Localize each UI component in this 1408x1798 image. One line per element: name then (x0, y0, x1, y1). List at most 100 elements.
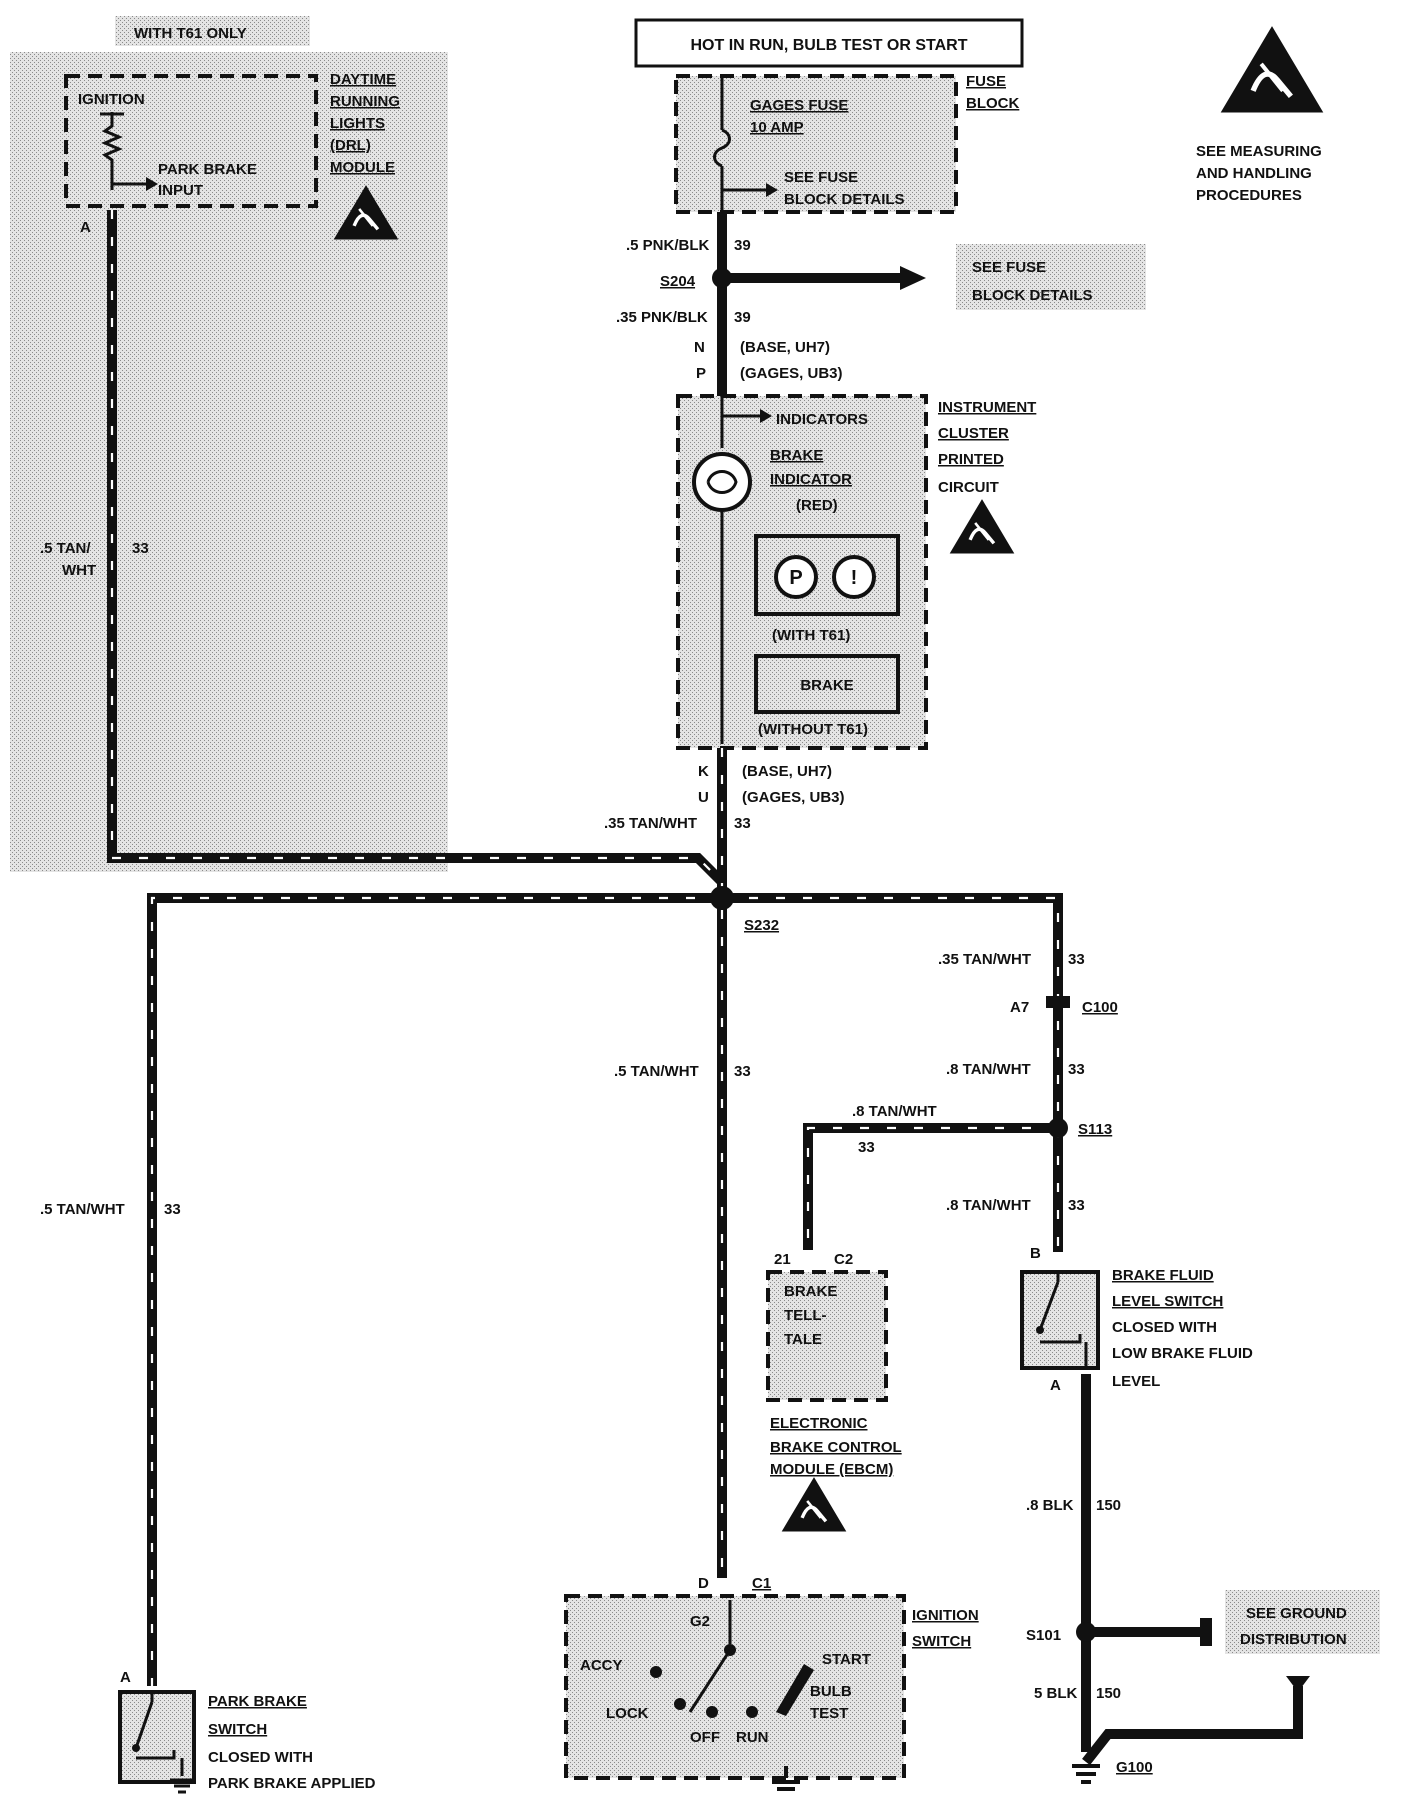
pin-p-note: (GAGES, UB3) (740, 365, 843, 382)
off-contact (706, 1706, 718, 1718)
right-wire-1-circuit: 33 (1068, 951, 1085, 968)
wire-150 (1081, 1374, 1310, 1766)
s113-label: S113 (1078, 1121, 1112, 1138)
power-title-box (634, 18, 1024, 68)
s204-details-1: SEE FUSE (972, 259, 1046, 276)
fuse-wire-bottom: .35 PNK/BLK (616, 309, 708, 326)
bulb-test-1: BULB (810, 1683, 852, 1700)
drl-park-brake-input-2: INPUT (158, 182, 203, 199)
s232-label: S232 (744, 917, 779, 934)
drl-wire-1: .5 TAN/ (40, 540, 91, 557)
ground-wire-2: 5 BLK (1034, 1685, 1078, 1702)
cluster-esd-icon (948, 497, 1016, 556)
esd-note-1: SEE MEASURING (1196, 143, 1322, 160)
pin-k: K (698, 763, 709, 780)
brake-indicator-2: INDICATOR (770, 471, 852, 488)
with-t61-label: (WITH T61) (772, 627, 850, 644)
ground-wire-2-circuit: 150 (1096, 1685, 1121, 1702)
lock-contact (674, 1698, 686, 1710)
ebcm-pin: 21 (774, 1251, 791, 1268)
t61-label-bg (115, 16, 310, 46)
fuse-label-1: GAGES FUSE (750, 97, 848, 114)
start-label: START (822, 1651, 871, 1668)
drl-ignition: IGNITION (78, 91, 145, 108)
telltale-1: BRAKE (784, 1283, 837, 1300)
s101-splice (1076, 1622, 1096, 1642)
park-switch-pivot (132, 1744, 140, 1752)
park-label-4: PARK BRAKE APPLIED (208, 1775, 376, 1792)
cluster-title-3: PRINTED (938, 451, 1004, 468)
g2-terminal: G2 (690, 1613, 710, 1630)
pin-k-note: (BASE, UH7) (742, 763, 832, 780)
c100-pin: A7 (1010, 999, 1029, 1016)
brake-indicator-bulb (692, 452, 752, 512)
fluid-pin-a: A (1050, 1377, 1061, 1394)
ignition-switch-box (564, 1594, 906, 1780)
ebcm-title-3: MODULE (EBCM) (770, 1461, 893, 1478)
indicators-label: INDICATORS (776, 411, 868, 428)
ignition-ground-icon (772, 1766, 800, 1791)
esd-note-3: PROCEDURES (1196, 187, 1302, 204)
accy-contact (650, 1666, 662, 1678)
run-label: RUN (736, 1729, 769, 1746)
ebcm-wire: .8 TAN/WHT (852, 1103, 937, 1120)
brake-indicator-3: (RED) (796, 497, 838, 514)
drl-title-2: RUNNING (330, 93, 400, 110)
pin-d: D (698, 1575, 709, 1592)
brake-word: BRAKE (800, 677, 853, 694)
brake-indicator-1: BRAKE (770, 447, 823, 464)
power-title: HOT IN RUN, BULB TEST OR START (690, 37, 967, 54)
fuse-wire-top: .5 PNK/BLK (626, 237, 710, 254)
right-wire-2-circuit: 33 (1068, 1061, 1085, 1078)
drl-wire-2: WHT (62, 562, 96, 579)
ground-dist-1: SEE GROUND (1246, 1605, 1347, 1622)
fluid-label-2: LEVEL SWITCH (1112, 1293, 1223, 1310)
accy-label: ACCY (580, 1657, 623, 1674)
drl-title-3: LIGHTS (330, 115, 385, 132)
c100-label: C100 (1082, 999, 1118, 1016)
brake-word-box (754, 654, 900, 714)
drl-park-brake-input-1: PARK BRAKE (158, 161, 257, 178)
fluid-switch-pivot (1036, 1326, 1044, 1334)
park-label-2: SWITCH (208, 1721, 267, 1738)
pin-n-note: (BASE, UH7) (740, 339, 830, 356)
park-ground-icon (170, 1758, 194, 1794)
fuse-wire-top-circuit: 39 (734, 237, 751, 254)
ground-dist-2: DISTRIBUTION (1240, 1631, 1347, 1648)
cluster-title-4: CIRCUIT (938, 479, 999, 496)
cluster-wire-out-circuit: 33 (734, 815, 751, 832)
ground-dist-bg (1225, 1590, 1380, 1654)
fluid-label-3: CLOSED WITH (1112, 1319, 1217, 1336)
center-wire-circuit: 33 (734, 1063, 751, 1080)
s204-label: S204 (660, 273, 696, 290)
fuse-details-1: SEE FUSE (784, 169, 858, 186)
fluid-pin-b: B (1030, 1245, 1041, 1262)
s204-splice (712, 268, 732, 288)
ignition-title-2: SWITCH (912, 1633, 971, 1650)
drl-title-1: DAYTIME (330, 71, 396, 88)
ground-wire-1: .8 BLK (1026, 1497, 1074, 1514)
pin-u: U (698, 789, 709, 806)
park-symbol-icon (774, 555, 818, 599)
park-label-1: PARK BRAKE (208, 1693, 307, 1710)
bulb-test-2: TEST (810, 1705, 848, 1722)
park-symbol: P (789, 567, 802, 589)
fluid-label-5: LEVEL (1112, 1373, 1160, 1390)
s204-details-2: BLOCK DETAILS (972, 287, 1093, 304)
park-pin-a: A (120, 1669, 131, 1686)
g100-label: G100 (1116, 1759, 1153, 1776)
g100-ground-icon (1072, 1764, 1100, 1784)
warning-symbol: ! (851, 567, 858, 589)
cluster-title-1: INSTRUMENT (938, 399, 1036, 416)
right-wire-3: .8 TAN/WHT (946, 1197, 1031, 1214)
cluster-title-2: CLUSTER (938, 425, 1009, 442)
cluster-wire-out: .35 TAN/WHT (604, 815, 697, 832)
fluid-label-4: LOW BRAKE FLUID (1112, 1345, 1253, 1362)
drl-title-4: (DRL) (330, 137, 371, 154)
left-wire: .5 TAN/WHT (40, 1201, 125, 1218)
pin-u-note: (GAGES, UB3) (742, 789, 845, 806)
ebcm-conn: C2 (834, 1251, 853, 1268)
ebcm-title-2: BRAKE CONTROL (770, 1439, 902, 1456)
ebcm-title-1: ELECTRONIC (770, 1415, 868, 1432)
